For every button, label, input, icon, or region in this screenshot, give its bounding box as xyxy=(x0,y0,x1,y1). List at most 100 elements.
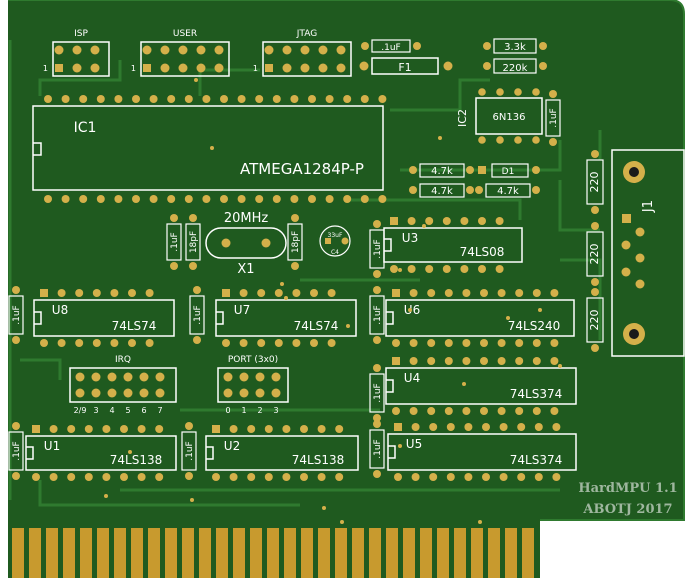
ic2-value: 6N136 xyxy=(493,112,526,123)
board-label-line2: ABOTJ 2017 xyxy=(582,502,672,517)
dip-u3[interactable]: U3 74LS08 xyxy=(383,217,523,273)
j1-connector[interactable]: J1 xyxy=(611,149,685,357)
resistor-220-c-label: 220 xyxy=(588,310,601,331)
port-header-pins[interactable] xyxy=(223,372,281,398)
chip-value: 74LS138 xyxy=(292,453,344,467)
edge-finger xyxy=(250,528,262,578)
decoupling-cap[interactable]: .1uF xyxy=(8,422,24,480)
edge-finger xyxy=(522,528,534,578)
chip-value: 74LS74 xyxy=(112,319,157,333)
edge-finger xyxy=(454,528,466,578)
resistor-47k-a-label: 4.7k xyxy=(431,166,453,177)
resistor-47k-b-label: 4.7k xyxy=(431,186,453,197)
decoupling-cap[interactable]: .1uF xyxy=(369,420,385,478)
edge-finger xyxy=(505,528,517,578)
port-pin-label: 1 xyxy=(241,406,246,415)
edge-finger xyxy=(114,528,126,578)
decoupling-cap[interactable]: .1uF xyxy=(369,286,385,344)
dip-u4[interactable]: U4 74LS374 xyxy=(385,357,577,415)
edge-finger xyxy=(216,528,228,578)
port-header-label: PORT (3x0) xyxy=(228,355,278,365)
irq-header-label: IRQ xyxy=(115,355,131,365)
user-header-label: USER xyxy=(173,29,197,39)
decoupling-cap[interactable]: .1uF xyxy=(8,286,24,344)
irq-pin-label: 3 xyxy=(93,406,98,415)
resistor-220-b-label: 220 xyxy=(588,244,601,265)
ic1-atmega[interactable]: IC1 ATMEGA1284P-P xyxy=(32,95,387,203)
c4-ref: C4 xyxy=(331,249,339,256)
irq-pin-label: 2/9 xyxy=(74,406,87,415)
resistor-220-a-label: 220 xyxy=(588,172,601,193)
edge-finger xyxy=(437,528,449,578)
decoupling-cap[interactable]: .1uF xyxy=(369,220,385,278)
crystal-ref: X1 xyxy=(237,262,254,277)
port-pin-label: 2 xyxy=(257,406,262,415)
chip-value: 74LS08 xyxy=(460,245,505,259)
port-pin-label: 0 xyxy=(225,406,230,415)
cap-label: .1uF xyxy=(193,305,203,324)
user-header-outline xyxy=(140,41,230,77)
isp-header-pins[interactable] xyxy=(54,45,100,73)
ic1-ref: IC1 xyxy=(74,120,97,136)
chip-value: 74LS74 xyxy=(294,319,339,333)
edge-finger xyxy=(199,528,211,578)
jtag-pin1-label: 1 xyxy=(253,64,258,73)
cap-label: .1uF xyxy=(373,305,383,324)
edge-finger xyxy=(80,528,92,578)
edge-finger xyxy=(403,528,415,578)
decoupling-cap[interactable]: .1uF xyxy=(181,422,197,480)
irq-header-pins[interactable] xyxy=(75,372,165,398)
chip-ref: U3 xyxy=(402,231,418,245)
decoupling-cap[interactable]: .1uF xyxy=(369,364,385,422)
ic1-value: ATMEGA1284P-P xyxy=(240,160,364,178)
edge-finger xyxy=(29,528,41,578)
edge-connector[interactable] xyxy=(12,528,534,578)
edge-finger xyxy=(386,528,398,578)
port-pin-label: 3 xyxy=(273,406,278,415)
resistor-220k-label: 220k xyxy=(503,63,528,74)
board-label-line1: HardMPU 1.1 xyxy=(578,481,677,496)
edge-finger xyxy=(284,528,296,578)
crystal-frequency: 20MHz xyxy=(224,211,269,226)
user-header-pins[interactable] xyxy=(142,45,224,73)
cap-1uf-crystal-label: .1uF xyxy=(170,232,180,251)
j1-ref: J1 xyxy=(641,200,656,213)
crystal-x1[interactable]: 20MHz X1 xyxy=(205,211,287,277)
edge-finger xyxy=(335,528,347,578)
cap-c4[interactable]: 33uF C4 xyxy=(319,225,351,257)
cap-top-label: .1uF xyxy=(381,43,400,53)
chip-value: 74LS138 xyxy=(110,453,162,467)
edge-finger xyxy=(131,528,143,578)
decoupling-cap[interactable]: .1uF xyxy=(189,286,205,344)
c4-value: 33uF xyxy=(328,232,343,239)
chip-value: 74LS240 xyxy=(508,319,560,333)
edge-finger xyxy=(471,528,483,578)
irq-pin-label: 5 xyxy=(125,406,130,415)
edge-finger xyxy=(165,528,177,578)
copper-traces xyxy=(8,40,602,507)
cap-label: .1uF xyxy=(373,239,383,258)
edge-finger xyxy=(267,528,279,578)
resistor-47k-c-label: 4.7k xyxy=(497,186,519,197)
cap-label: .1uF xyxy=(373,383,383,402)
irq-pin-label: 6 xyxy=(141,406,146,415)
jtag-header-label: JTAG xyxy=(296,29,317,39)
edge-finger xyxy=(369,528,381,578)
isp-header-label: ISP xyxy=(74,29,88,39)
dip-u6[interactable]: U674LS240 xyxy=(385,289,575,347)
cap-18pf-right-label: 18pF xyxy=(291,231,301,253)
chip-ref: U4 xyxy=(404,371,420,385)
chip-value: 74LS374 xyxy=(510,387,562,401)
resistors-220[interactable]: 220 220 220 xyxy=(586,150,604,352)
edge-finger xyxy=(12,528,24,578)
jtag-header-pins[interactable] xyxy=(264,45,346,73)
dip-u2[interactable]: U2 74LS138 xyxy=(205,425,359,481)
resistor-3k3-label: 3.3k xyxy=(504,42,526,53)
chip-value: 74LS374 xyxy=(510,453,562,467)
chip-ref: U2 xyxy=(224,439,240,453)
ic2-optocoupler[interactable]: IC2 6N136 xyxy=(456,88,543,144)
